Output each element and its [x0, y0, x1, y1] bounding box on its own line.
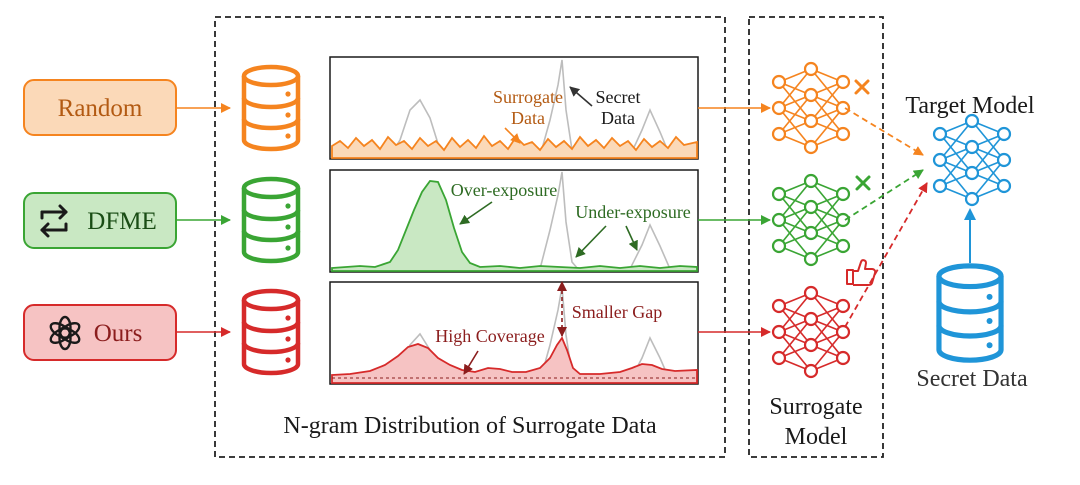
annotation-under-exposure: Under-exposure	[575, 202, 691, 222]
method-dfme-label: DFME	[87, 208, 156, 235]
surrogate-area-random	[331, 134, 698, 159]
swap-arrows-icon	[40, 204, 68, 238]
annotation-smaller-gap: Smaller Gap	[572, 302, 662, 322]
annotation-high-coverage-arrow	[463, 350, 479, 375]
thumbs-up-icon	[846, 259, 877, 286]
distribution-frame	[214, 16, 726, 458]
annotation-over-exposure: Over-exposure	[451, 180, 558, 200]
caption-surrogate-line-2: Model	[785, 424, 848, 450]
neural-network-icon-target	[932, 113, 1012, 207]
method-dfme: DFME	[23, 192, 177, 249]
annotation-under-exposure-arrow-1	[575, 225, 607, 258]
method-ours-label: Ours	[94, 320, 143, 347]
distribution-panel-ours: High Coverage Smaller Gap	[329, 281, 699, 385]
surrogate-model-frame	[748, 16, 884, 458]
database-icon-secret	[939, 266, 1001, 360]
method-random: Random	[23, 79, 177, 136]
annotation-under-exposure-arrow-2	[625, 225, 638, 251]
annotation-high-coverage: High Coverage	[435, 326, 544, 346]
database-icon-dfme	[244, 179, 298, 261]
annotation-secret-line-1: Secret	[596, 87, 641, 107]
method-random-label: Random	[58, 95, 143, 122]
neural-network-icon-dfme	[771, 173, 851, 267]
caption-secret-data: Secret Data	[916, 366, 1028, 392]
neural-network-icon-ours	[771, 285, 851, 379]
annotation-surrogate-arrow	[504, 127, 521, 144]
arrow-ours-to-target	[844, 182, 928, 328]
annotation-surrogate-line-1: Surrogate	[493, 87, 563, 107]
distribution-panel-dfme: Over-exposure Under-exposure	[329, 169, 699, 273]
annotation-secret-arrow	[569, 86, 593, 107]
arrow-random-to-target	[844, 107, 924, 156]
distribution-panel-random: Surrogate Data Secret Data	[329, 56, 699, 160]
database-icon-ours	[244, 291, 298, 373]
database-icon-random	[244, 67, 298, 149]
secret-curve-random	[332, 59, 697, 157]
surrogate-area-ours	[331, 336, 698, 384]
annotation-secret-line-2: Data	[601, 108, 635, 128]
check-mark-icon	[855, 175, 871, 191]
neural-network-icon-random	[771, 61, 851, 155]
arrow-dfme-to-target	[844, 169, 924, 221]
openai-logo-icon	[49, 315, 81, 351]
cross-mark-icon	[854, 79, 870, 95]
annotation-surrogate-line-2: Data	[511, 108, 545, 128]
annotation-over-exposure-arrow	[459, 201, 493, 225]
caption-distribution: N-gram Distribution of Surrogate Data	[283, 413, 657, 439]
method-ours: Ours	[23, 304, 177, 361]
caption-surrogate-line-1: Surrogate	[769, 394, 862, 420]
surrogate-area-dfme	[331, 180, 698, 272]
